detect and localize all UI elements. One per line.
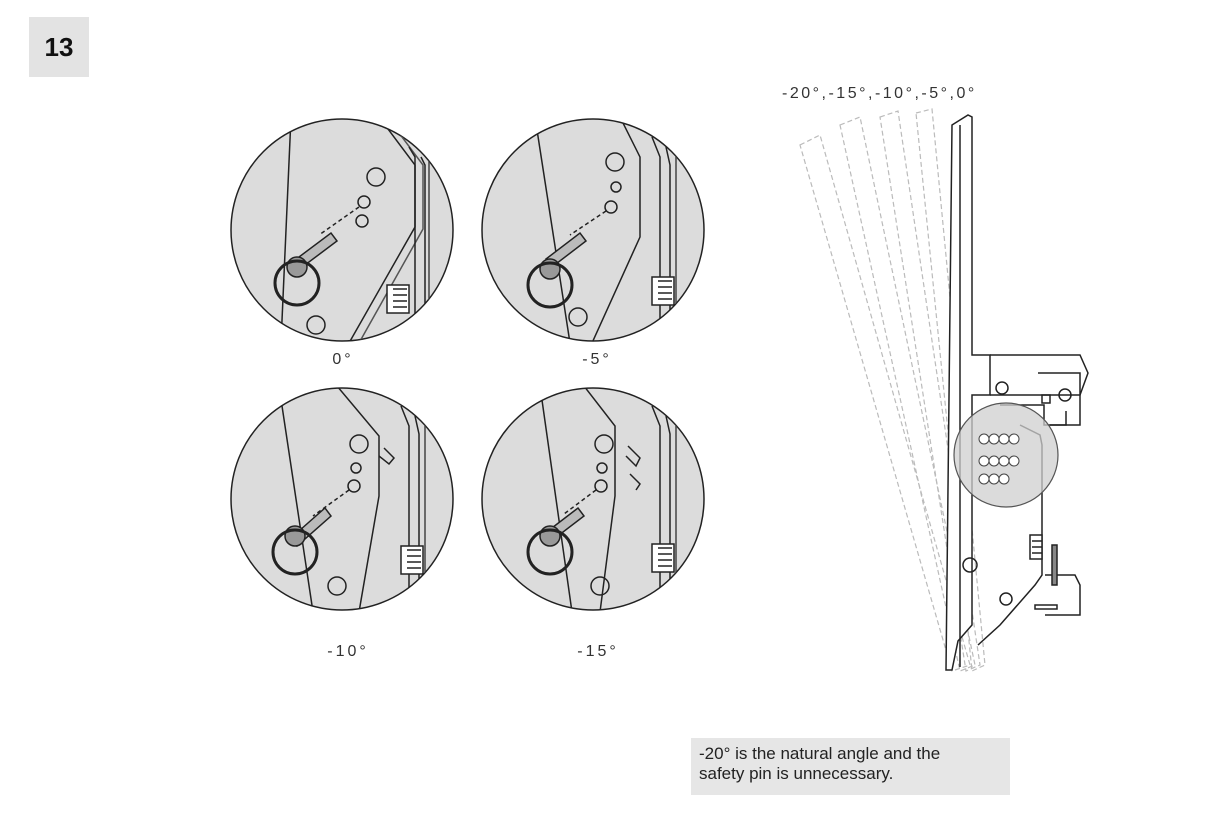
detail-caption-minus5deg: -5° <box>582 351 612 368</box>
detail-circle-minus10deg <box>229 386 455 612</box>
detail-caption-minus10deg: -10° <box>327 643 369 660</box>
note-line-2: safety pin is unnecessary. <box>699 764 894 783</box>
detail-caption-0deg: 0° <box>332 351 354 368</box>
detail-caption-minus15deg: -15° <box>577 643 619 660</box>
step-number: 13 <box>44 31 74 62</box>
pin-hole-minus5deg-illustration <box>481 118 705 342</box>
note-line-1: -20° is the natural angle and the <box>699 744 941 763</box>
detail-circle-minus5deg <box>480 117 706 343</box>
step-number-badge: 13 <box>29 17 89 77</box>
tilt-bracket-illustration <box>780 105 1100 685</box>
pin-hole-0deg-illustration <box>230 118 454 342</box>
natural-angle-note: -20° is the natural angle and the safety… <box>691 738 1010 795</box>
pin-hole-minus15deg-illustration <box>481 387 705 611</box>
detail-circle-minus15deg <box>480 386 706 612</box>
pin-hole-minus10deg-illustration <box>230 387 454 611</box>
tilt-angles-label: -20°,-15°,-10°,-5°,0° <box>782 85 977 102</box>
tilt-bracket-drawing <box>799 108 1089 672</box>
detail-circle-0deg <box>229 117 455 343</box>
